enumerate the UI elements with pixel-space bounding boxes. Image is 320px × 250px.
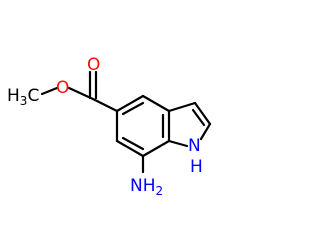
- bond-inner-c7-c6: [121, 136, 145, 151]
- bond-c3a-c3: [167, 101, 197, 113]
- methyl-h: H: [7, 86, 20, 106]
- bond-c5-c4: [115, 94, 145, 113]
- ester-oxygen-label: O: [56, 78, 69, 98]
- bond-n1-c7a: [167, 139, 189, 148]
- methyl-label: H3C: [7, 86, 39, 108]
- carbonyl-oxygen-label: O: [87, 55, 100, 75]
- methyl-c: C: [27, 86, 39, 106]
- bond-inner-c3-c2: [191, 108, 206, 127]
- molecule-structure: H3C O O N H NH2: [7, 55, 212, 198]
- bond-methyl-oxygen: [40, 86, 59, 96]
- bond-carbonyl-ring: [91, 97, 119, 113]
- amino-label: NH2: [130, 176, 163, 198]
- atom-labels: H3C O O N H NH2: [7, 55, 203, 198]
- amino-nh: NH: [130, 176, 156, 196]
- ring-nitrogen-label: N: [188, 136, 201, 156]
- ring-hydrogen-label: H: [190, 157, 203, 177]
- methyl-subscript: 3: [20, 94, 28, 108]
- bond-c7-c6: [115, 139, 145, 158]
- bond-c2-n1: [199, 122, 212, 141]
- bond-c4-c3a: [141, 94, 171, 113]
- bond-inner-c5-c4: [121, 101, 145, 116]
- bond-c7a-c7: [141, 139, 171, 158]
- bond-layer: [40, 70, 212, 174]
- bond-c3-c2: [193, 101, 212, 126]
- amino-subscript: 2: [156, 184, 164, 198]
